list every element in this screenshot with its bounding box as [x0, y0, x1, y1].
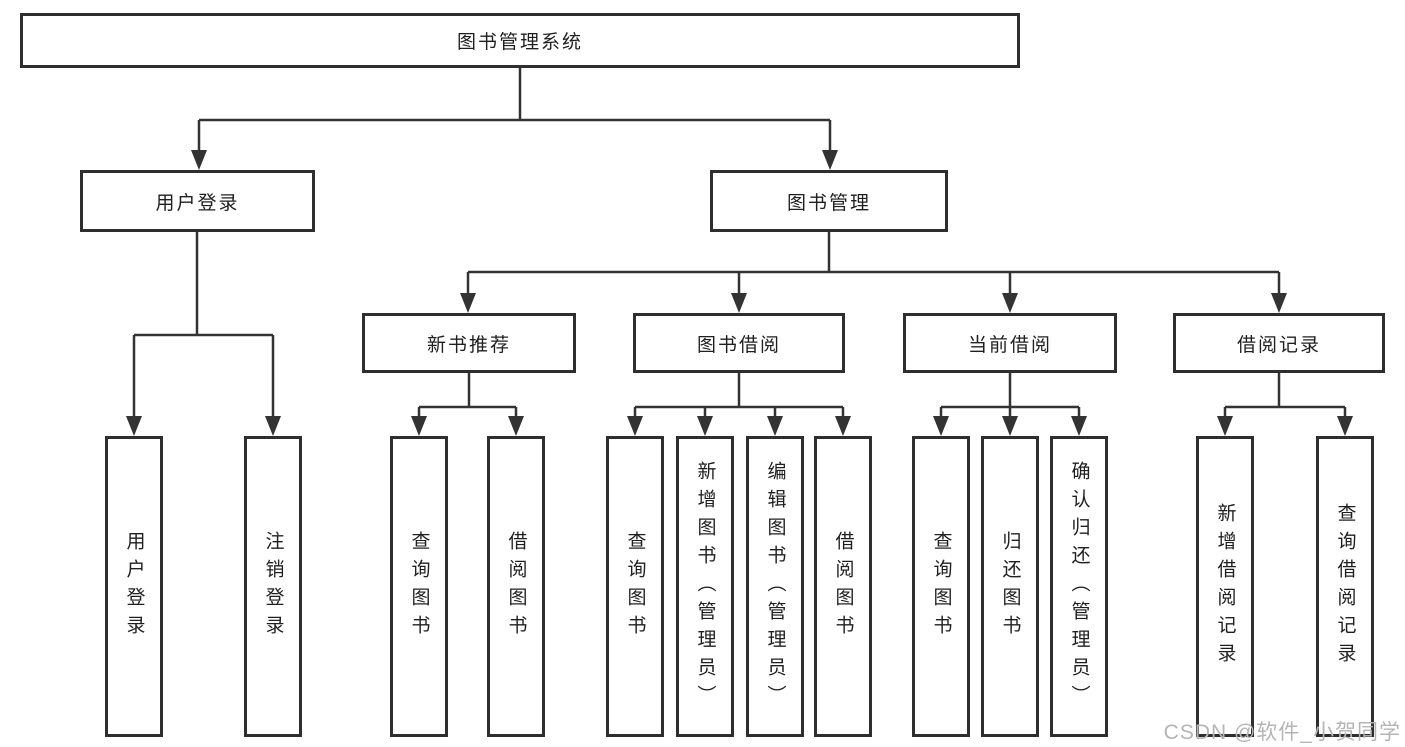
- node-book-borrow: 图书借阅: [633, 313, 845, 373]
- node-new-book-recommend: 新书推荐: [362, 313, 576, 373]
- leaf-borrow-books: 借阅图书: [814, 436, 872, 737]
- node-user-login: 用户登录: [80, 170, 315, 232]
- leaf-add-books-admin: 新增图书（管理员）: [676, 436, 734, 737]
- leaf-add-borrow-record: 新增借阅记录: [1196, 436, 1254, 737]
- arrow-down-icons: [126, 150, 1353, 436]
- leaf-confirm-return-admin: 确认归还（管理员）: [1050, 436, 1108, 737]
- leaf-return-books: 归还图书: [981, 436, 1039, 737]
- node-book-management: 图书管理: [710, 170, 948, 232]
- node-borrow-records: 借阅记录: [1173, 313, 1385, 373]
- leaf-edit-books-admin: 编辑图书（管理员）: [746, 436, 804, 737]
- node-current-borrow: 当前借阅: [903, 313, 1117, 373]
- leaf-logout: 注销登录: [244, 436, 302, 737]
- csdn-watermark: CSDN @软件_小贺同学: [1163, 721, 1401, 744]
- leaf-borrow-query-books: 查询图书: [606, 436, 664, 737]
- leaf-recommend-borrow-books: 借阅图书: [487, 436, 545, 737]
- leaf-user-login: 用户登录: [105, 436, 163, 737]
- leaf-recommend-query-books: 查询图书: [390, 436, 448, 737]
- leaf-query-borrow-record: 查询借阅记录: [1316, 436, 1374, 737]
- leaf-current-query-books: 查询图书: [912, 436, 970, 737]
- node-library-management-system: 图书管理系统: [20, 13, 1020, 68]
